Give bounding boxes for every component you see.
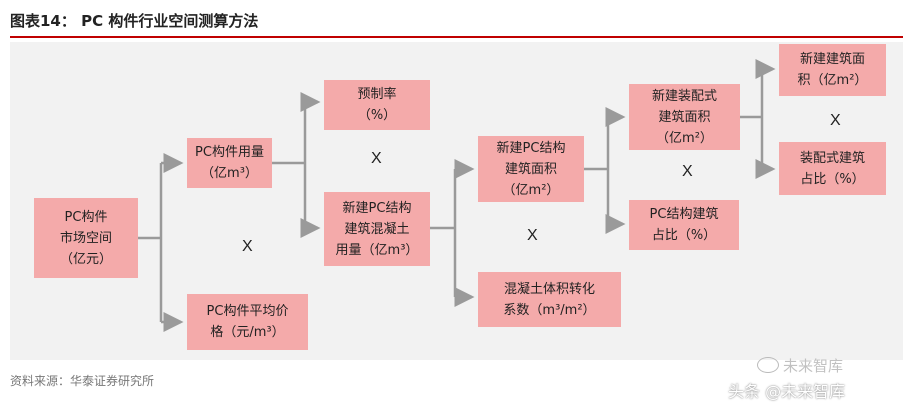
- connector-lines: [138, 59, 776, 332]
- avg-price-label: PC构件平均价 格（元/m³）: [206, 304, 289, 340]
- watermark-brand: 未来智库: [783, 357, 844, 375]
- market-size-label: PC构件 市场空间 （亿元）: [59, 209, 112, 267]
- multiply-sign-2: X: [371, 150, 382, 167]
- prefab-area-box: 新建装配式 建筑面积 （亿m²）: [629, 84, 740, 150]
- diagram-canvas: PC构件 市场空间 （亿元） PC构件用量 （亿m³） PC构件平均价 格（元/…: [10, 42, 903, 360]
- avg-price-box: PC构件平均价 格（元/m³）: [187, 294, 308, 350]
- pc-usage-box: PC构件用量 （亿m³）: [187, 138, 272, 188]
- conversion-label: 混凝土体积转化 系数（m³/m²）: [503, 281, 596, 318]
- pc-share-box: PC结构建筑 占比（%）: [629, 200, 739, 250]
- prefab-rate-label: 预制率 （%）: [357, 87, 397, 123]
- pc-area-box: 新建PC结构 建筑面积 （亿m²）: [478, 136, 584, 202]
- prefab-share-box: 装配式建筑 占比（%）: [779, 142, 886, 195]
- figure-title: 图表14： PC 构件行业空间测算方法: [10, 12, 259, 30]
- new-area-box: 新建建筑面 积（亿m²）: [779, 44, 886, 96]
- watermark-logo-icon: [757, 357, 779, 373]
- multiply-sign-5: X: [830, 112, 841, 129]
- prefab-rate-box: 预制率 （%）: [324, 80, 430, 130]
- prefab-area-label: 新建装配式 建筑面积 （亿m²）: [651, 88, 717, 146]
- pc-area-label: 新建PC结构 建筑面积 （亿m²）: [496, 140, 566, 198]
- market-size-box: PC构件 市场空间 （亿元）: [34, 198, 138, 278]
- conversion-box: 混凝土体积转化 系数（m³/m²）: [478, 272, 621, 327]
- multiply-sign-3: X: [527, 227, 538, 244]
- pc-usage-label: PC构件用量 （亿m³）: [195, 145, 264, 181]
- title-divider: [10, 36, 903, 38]
- source-note: 资料来源：华泰证券研究所: [10, 374, 155, 388]
- multiply-sign-1: X: [242, 238, 253, 255]
- concrete-usage-box: 新建PC结构 建筑混凝土 用量（亿m³）: [324, 192, 430, 266]
- multiply-sign-4: X: [682, 163, 693, 180]
- prefab-share-label: 装配式建筑 占比（%）: [799, 150, 865, 187]
- concrete-usage-label: 新建PC结构 建筑混凝土 用量（亿m³）: [335, 200, 419, 258]
- watermark-credit: 头条 @未来智库: [728, 382, 846, 401]
- pc-share-label: PC结构建筑 占比（%）: [649, 207, 719, 243]
- new-area-label: 新建建筑面 积（亿m²）: [797, 52, 868, 88]
